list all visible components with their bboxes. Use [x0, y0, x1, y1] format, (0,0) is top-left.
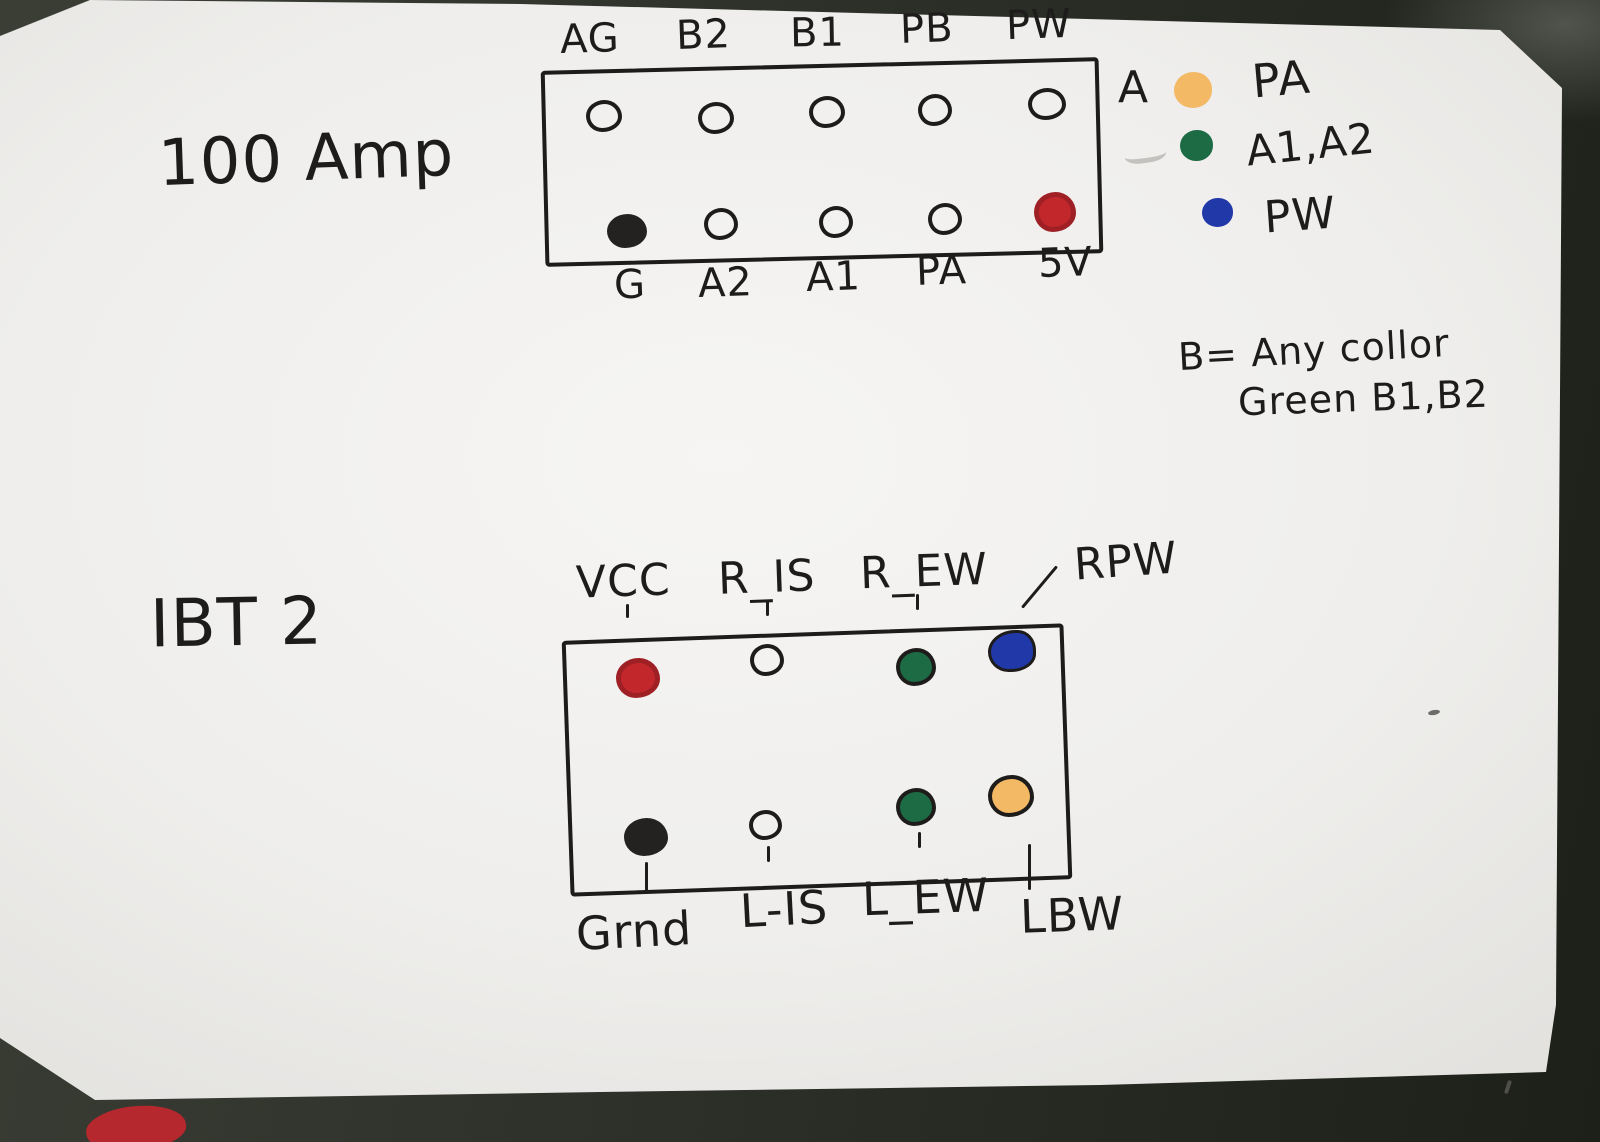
ink-speck	[1503, 1079, 1513, 1095]
pin-r-is	[750, 644, 784, 676]
pin-pa	[928, 203, 962, 235]
legend-blue-dot	[1202, 198, 1233, 227]
tick-mark	[766, 600, 769, 616]
pin-a2	[704, 208, 738, 240]
tick-mark	[645, 862, 648, 892]
legend-note-line2: Green B1,B2	[1237, 371, 1490, 425]
pin-lbw	[988, 775, 1034, 817]
pin-label-b1: B1	[789, 9, 846, 57]
legend-label-pw: PW	[1262, 187, 1338, 244]
pin-label-l-ew: L_EW	[861, 867, 991, 927]
pin-5v	[1034, 192, 1076, 232]
pin-pb	[918, 94, 952, 126]
pin-label-l-is: L-IS	[738, 879, 830, 939]
pin-b2	[698, 102, 734, 134]
tick-mark	[626, 604, 629, 618]
pin-rpw	[988, 630, 1036, 672]
pin-label-a2: A2	[697, 259, 754, 307]
pin-b1	[809, 96, 845, 128]
tick-mark	[1028, 844, 1031, 890]
pin-label-r-ew: R_EW	[859, 543, 989, 600]
pin-label-pb: PB	[899, 5, 955, 53]
pin-label-g: G	[613, 261, 647, 309]
tick-mark	[767, 846, 770, 862]
pin-label-vcc: VCC	[575, 554, 672, 609]
pin-label-lbw: LBW	[1019, 886, 1125, 944]
pin-label-pa: PA	[915, 247, 968, 295]
legend-prefix-a: A	[1118, 62, 1150, 113]
pin-ag	[586, 100, 622, 132]
pin-label-rpw: RPW	[1072, 532, 1180, 591]
pin-l-is	[749, 810, 782, 840]
red-object-under-paper	[83, 1099, 189, 1142]
pin-label-ag: AG	[559, 14, 621, 64]
pin-label-5v: 5V	[1037, 239, 1094, 287]
connector-title-ibt2: IBT 2	[149, 582, 324, 663]
pin-a1	[819, 206, 853, 238]
pin-r-ew	[896, 648, 936, 686]
pin-label-grnd: Grnd	[574, 900, 694, 962]
legend-orange-dot	[1174, 72, 1212, 108]
pin-g	[607, 214, 647, 248]
pin-pw	[1028, 88, 1066, 120]
tick-mark	[918, 832, 921, 848]
legend-green-dot	[1180, 130, 1213, 161]
pin-grnd	[624, 818, 668, 856]
pin-label-r-is: R_IS	[717, 550, 817, 605]
connector-title-100amp: 100 Amp	[156, 116, 456, 202]
tick-mark	[916, 594, 919, 610]
pin-label-b2: B2	[675, 11, 732, 59]
pin-l-ew	[896, 788, 936, 826]
legend-label-pa: PA	[1249, 49, 1313, 109]
pin-label-a1: A1	[805, 253, 862, 301]
pin-label-pw: PW	[1005, 0, 1073, 50]
pin-vcc	[616, 658, 660, 698]
